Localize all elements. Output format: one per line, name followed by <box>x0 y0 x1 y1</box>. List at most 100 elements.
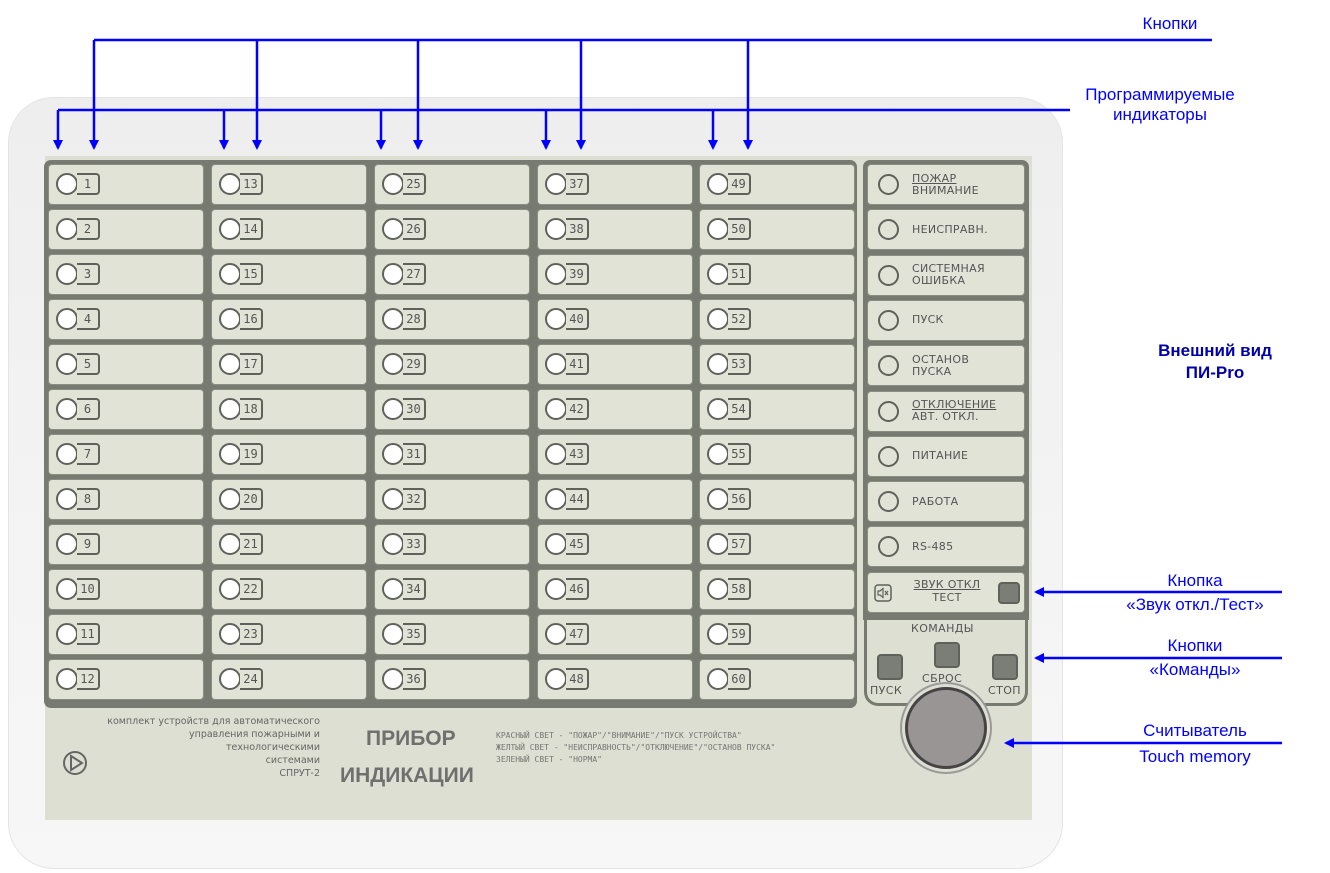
channel-button[interactable]: 51 <box>699 254 855 295</box>
channel-button[interactable]: 43 <box>537 434 693 475</box>
footer-description: комплект устройств для автоматического у… <box>64 715 320 780</box>
channel-number: 45 <box>566 533 589 555</box>
channel-button[interactable]: 53 <box>699 344 855 385</box>
channel-button[interactable]: 48 <box>537 659 693 700</box>
channel-number: 38 <box>566 218 589 240</box>
channel-button[interactable]: 40 <box>537 299 693 340</box>
channel-button[interactable]: 58 <box>699 569 855 610</box>
channel-button[interactable]: 5 <box>48 344 204 385</box>
touch-memory-reader[interactable] <box>905 687 987 769</box>
channel-button[interactable]: 14 <box>211 209 367 250</box>
status-label: ПУСК <box>912 301 1022 340</box>
channel-button[interactable]: 50 <box>699 209 855 250</box>
channel-button[interactable]: 26 <box>374 209 530 250</box>
channel-button[interactable]: 38 <box>537 209 693 250</box>
channel-button[interactable]: 4 <box>48 299 204 340</box>
channel-number: 46 <box>566 578 589 600</box>
annotation-indicators-line1: Программируемые <box>1085 85 1235 104</box>
channel-button[interactable]: 60 <box>699 659 855 700</box>
sound-off-test-button[interactable] <box>998 581 1020 604</box>
channel-number: 49 <box>728 173 751 195</box>
channel-button[interactable]: 23 <box>211 614 367 655</box>
channel-button[interactable]: 39 <box>537 254 693 295</box>
annotation-reader-line2: Touch memory <box>1139 747 1251 766</box>
command-start-button[interactable] <box>877 654 903 680</box>
status-label-line1: ПУСК <box>912 313 944 327</box>
channel-button[interactable]: 2 <box>48 209 204 250</box>
color-legend: КРАСНЫЙ СВЕТ - "ПОЖАР"/"ВНИМАНИЕ"/"ПУСК … <box>496 730 775 766</box>
channel-button[interactable]: 11 <box>48 614 204 655</box>
footer-desc-line: управления пожарными и <box>188 729 320 740</box>
channel-button[interactable]: 46 <box>537 569 693 610</box>
channel-number: 13 <box>240 173 263 195</box>
channel-button[interactable]: 32 <box>374 479 530 520</box>
annotation-title-line1: Внешний вид <box>1158 341 1272 360</box>
channel-button[interactable]: 16 <box>211 299 367 340</box>
channel-button[interactable]: 31 <box>374 434 530 475</box>
channel-button[interactable]: 13 <box>211 164 367 205</box>
channel-button[interactable]: 47 <box>537 614 693 655</box>
channel-button[interactable]: 1 <box>48 164 204 205</box>
channel-button[interactable]: 52 <box>699 299 855 340</box>
channel-number: 53 <box>728 353 751 375</box>
command-stop-label: СТОП <box>988 684 1021 697</box>
channel-button[interactable]: 22 <box>211 569 367 610</box>
channel-button[interactable]: 18 <box>211 389 367 430</box>
channel-button[interactable]: 42 <box>537 389 693 430</box>
channel-number: 14 <box>240 218 263 240</box>
channel-button[interactable]: 49 <box>699 164 855 205</box>
status-indicator: ПИТАНИЕ <box>867 435 1025 477</box>
channel-button[interactable]: 56 <box>699 479 855 520</box>
channel-button[interactable]: 57 <box>699 524 855 565</box>
channel-number: 28 <box>403 308 426 330</box>
channel-number: 10 <box>77 578 100 600</box>
channel-button[interactable]: 29 <box>374 344 530 385</box>
command-stop-button[interactable] <box>992 654 1018 680</box>
channel-number: 17 <box>240 353 263 375</box>
channel-button[interactable]: 20 <box>211 479 367 520</box>
channel-button[interactable]: 17 <box>211 344 367 385</box>
channel-button[interactable]: 28 <box>374 299 530 340</box>
channel-button[interactable]: 3 <box>48 254 204 295</box>
channel-number: 43 <box>566 443 589 465</box>
channel-button[interactable]: 24 <box>211 659 367 700</box>
command-reset-button[interactable] <box>934 642 960 668</box>
status-label-line1: ПОЖАР <box>912 171 957 185</box>
channel-number: 37 <box>566 173 589 195</box>
channel-button[interactable]: 15 <box>211 254 367 295</box>
command-start-label: ПУСК <box>870 684 903 697</box>
channel-button[interactable]: 41 <box>537 344 693 385</box>
channel-button[interactable]: 37 <box>537 164 693 205</box>
footer-desc-line: технологическими <box>225 742 320 753</box>
channel-button[interactable]: 8 <box>48 479 204 520</box>
channel-button[interactable]: 10 <box>48 569 204 610</box>
footer-desc-line: системами <box>265 755 320 766</box>
channel-button[interactable]: 25 <box>374 164 530 205</box>
channel-button[interactable]: 27 <box>374 254 530 295</box>
channel-button[interactable]: 7 <box>48 434 204 475</box>
channel-button[interactable]: 34 <box>374 569 530 610</box>
channel-button[interactable]: 12 <box>48 659 204 700</box>
channel-button[interactable]: 21 <box>211 524 367 565</box>
channel-button[interactable]: 44 <box>537 479 693 520</box>
channel-button[interactable]: 33 <box>374 524 530 565</box>
channel-button[interactable]: 54 <box>699 389 855 430</box>
channel-button[interactable]: 36 <box>374 659 530 700</box>
channel-button[interactable]: 45 <box>537 524 693 565</box>
channel-number: 18 <box>240 398 263 420</box>
channel-button[interactable]: 19 <box>211 434 367 475</box>
channel-button[interactable]: 55 <box>699 434 855 475</box>
channel-button[interactable]: 35 <box>374 614 530 655</box>
status-led <box>878 264 899 286</box>
channel-button[interactable]: 59 <box>699 614 855 655</box>
channel-button[interactable]: 30 <box>374 389 530 430</box>
channel-number: 26 <box>403 218 426 240</box>
channel-button[interactable]: 9 <box>48 524 204 565</box>
annotation-indicators: Программируемые индикаторы <box>1060 85 1260 125</box>
channel-button[interactable]: 6 <box>48 389 204 430</box>
channel-number: 16 <box>240 308 263 330</box>
channel-number: 34 <box>403 578 426 600</box>
